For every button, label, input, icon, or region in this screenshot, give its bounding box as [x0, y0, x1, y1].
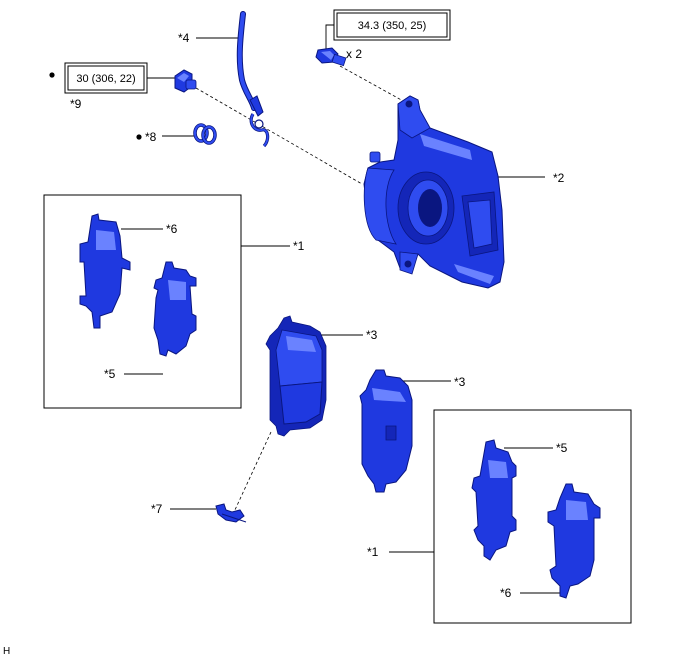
label-gasket: *8: [145, 130, 157, 144]
kit-box-lower: [433, 409, 632, 624]
label-kit-upper: *1: [293, 239, 305, 253]
anti-squeal-shim-lower-a: [471, 439, 517, 561]
anti-squeal-shim-upper-b: [153, 261, 197, 357]
leader-lines: [121, 24, 565, 594]
kit-box-upper: [43, 194, 242, 409]
label-shim-lower-b: *6: [500, 586, 512, 600]
anti-squeal-shim-lower-b: [547, 483, 601, 599]
illustration-code: H: [3, 646, 10, 657]
label-shim-upper-a: *6: [166, 222, 178, 236]
label-caliper: *2: [553, 171, 565, 185]
label-clip: *7: [151, 502, 163, 516]
alignment-lines: [195, 65, 406, 513]
disc-brake-cylinder: [363, 95, 505, 289]
pad-wear-indicator-clip: [215, 503, 247, 523]
torque-box-caliper-bolt: 34.3 (350, 25): [333, 9, 451, 41]
brake-pad-a: [265, 315, 327, 437]
flexible-hose: [236, 11, 270, 148]
label-pad-a: *3: [366, 328, 378, 342]
torque-value-bleeder: 30 (306, 22): [76, 73, 135, 85]
label-shim-upper-b: *5: [104, 367, 116, 381]
anti-squeal-shim-upper-a: [79, 213, 131, 329]
torque-value-caliper-bolt: 34.3 (350, 25): [358, 20, 427, 32]
non-reusable-mark-icon: [49, 72, 55, 78]
label-shim-lower-a: *5: [556, 441, 568, 455]
union-gasket: [193, 123, 217, 145]
label-kit-lower: *1: [367, 545, 379, 559]
bolt-quantity-label: x 2: [346, 47, 362, 61]
brake-pad-b: [359, 369, 413, 493]
label-hose: *4: [178, 31, 190, 45]
bleeder-plug: [174, 69, 197, 93]
label-pad-b: *3: [454, 375, 466, 389]
caliper-bolt: [315, 47, 347, 67]
non-reusable-mark-icon: [136, 134, 142, 140]
label-bleeder-item: *9: [70, 97, 82, 111]
torque-box-bleeder: 30 (306, 22): [64, 62, 148, 94]
